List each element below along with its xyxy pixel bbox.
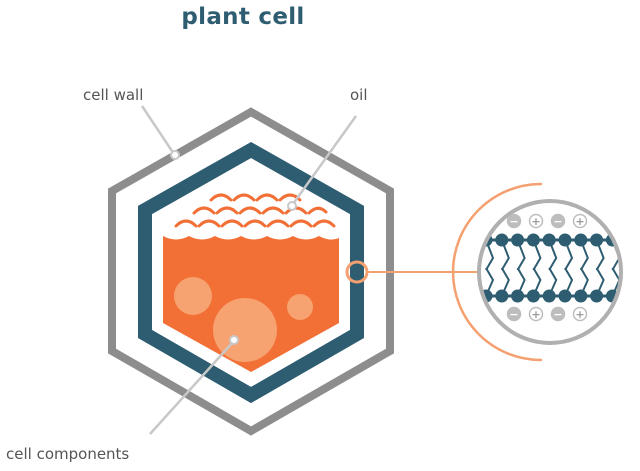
oil-pointer-dot: [287, 201, 297, 211]
lipid-head-bottom: [542, 289, 556, 303]
lipid-head-top: [526, 233, 540, 247]
membrane-hexagon: [138, 141, 364, 404]
cell-wall-outer-hexagon: [108, 107, 394, 436]
lipid-head-top: [511, 233, 525, 247]
component-bubble-small: [287, 294, 313, 320]
lipid-head-bottom: [526, 289, 540, 303]
cell-wall-label: cell wall: [83, 86, 144, 104]
charge-symbol-bottom-circle: [506, 306, 522, 322]
lipid-head-bottom: [495, 289, 509, 303]
lipid-head-bottom: [558, 289, 572, 303]
lipid-head-top: [590, 233, 604, 247]
charge-symbol-bottom-circle: [550, 306, 566, 322]
charge-symbol-bottom-circle: [572, 306, 588, 322]
zoom-outer-arc: [451, 182, 543, 362]
component-bubble-medium: [174, 277, 212, 315]
oil-pointer-line: [291, 115, 358, 205]
cell-components-label: cell components: [6, 445, 130, 463]
components-pointer-line: [149, 341, 234, 435]
cell-wall-pointer-dot: [170, 150, 180, 160]
oil-label: oil: [350, 86, 368, 104]
cell-wall-pointer-line: [140, 105, 176, 155]
lipid-head-bottom: [590, 289, 604, 303]
charge-symbol-bottom: −: [553, 308, 562, 321]
components-pointer-dot: [229, 335, 239, 345]
lipid-head-top: [542, 233, 556, 247]
charge-symbol-bottom-circle: [528, 306, 544, 322]
lipid-head-bottom: [574, 289, 588, 303]
charge-symbol-top-circle: [572, 213, 588, 229]
charge-symbol-top: −: [509, 215, 518, 228]
charge-symbol-top-circle: [528, 213, 544, 229]
oil-wave-row-3: [174, 219, 336, 228]
charge-symbol-top: +: [531, 215, 540, 228]
oil-wave-row-1: [209, 193, 302, 202]
charge-symbol-top: −: [553, 215, 562, 228]
charge-symbol-top-circle: [506, 213, 522, 229]
lipid-head-bottom: [511, 289, 525, 303]
oil-wave-row-2: [192, 206, 328, 215]
charge-symbol-bottom: −: [509, 308, 518, 321]
lipid-head-top: [574, 233, 588, 247]
charge-symbol-top-circle: [550, 213, 566, 229]
membrane-charge-symbols: −+−+−+−+: [506, 213, 588, 322]
charge-symbol-bottom: +: [575, 308, 584, 321]
lipid-head-top: [495, 233, 509, 247]
diagram-title: plant cell: [181, 4, 305, 30]
charge-symbol-top: +: [575, 215, 584, 228]
lipid-head-top: [558, 233, 572, 247]
charge-symbol-bottom: +: [531, 308, 540, 321]
